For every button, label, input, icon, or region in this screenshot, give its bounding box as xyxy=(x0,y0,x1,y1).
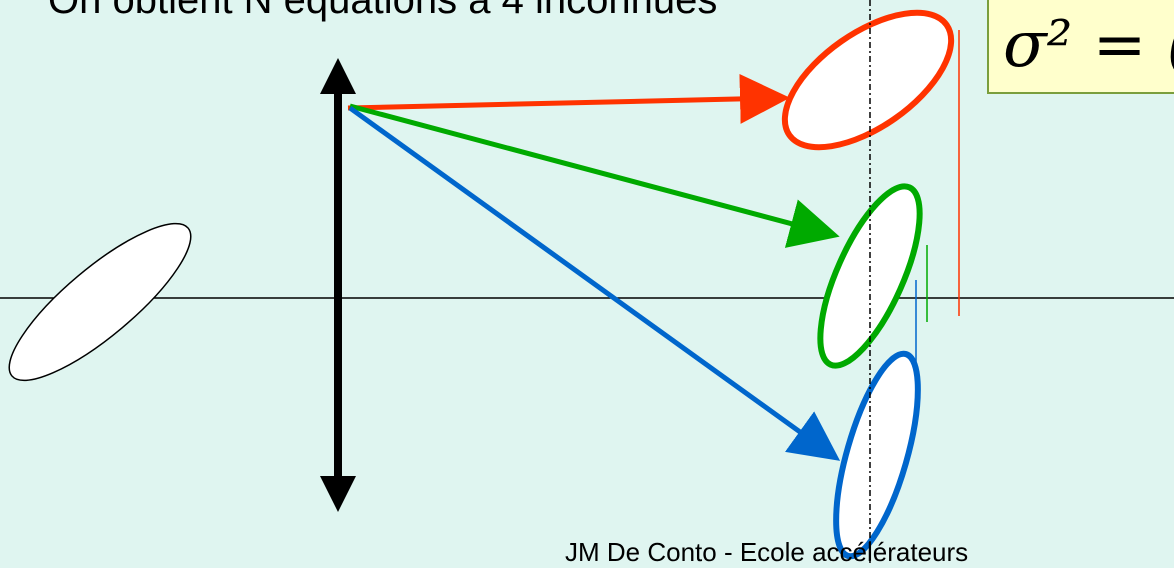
slide-footer: JM De Conto - Ecole accélérateurs xyxy=(565,537,969,567)
blue-ellipse xyxy=(833,350,921,560)
lens-bottom-arrowhead xyxy=(320,476,356,512)
blue-ray xyxy=(348,105,841,461)
formula-box: σ² = ( xyxy=(987,0,1174,94)
slide-title: On obtient N équations à 4 inconnues xyxy=(48,0,718,22)
red-ray xyxy=(347,73,790,124)
lens-top-arrowhead xyxy=(320,58,356,94)
sigma-squared-formula: σ² = ( xyxy=(1003,8,1174,82)
source-ellipse xyxy=(8,222,192,382)
red-ellipse xyxy=(781,9,955,151)
green-ray xyxy=(349,103,840,248)
